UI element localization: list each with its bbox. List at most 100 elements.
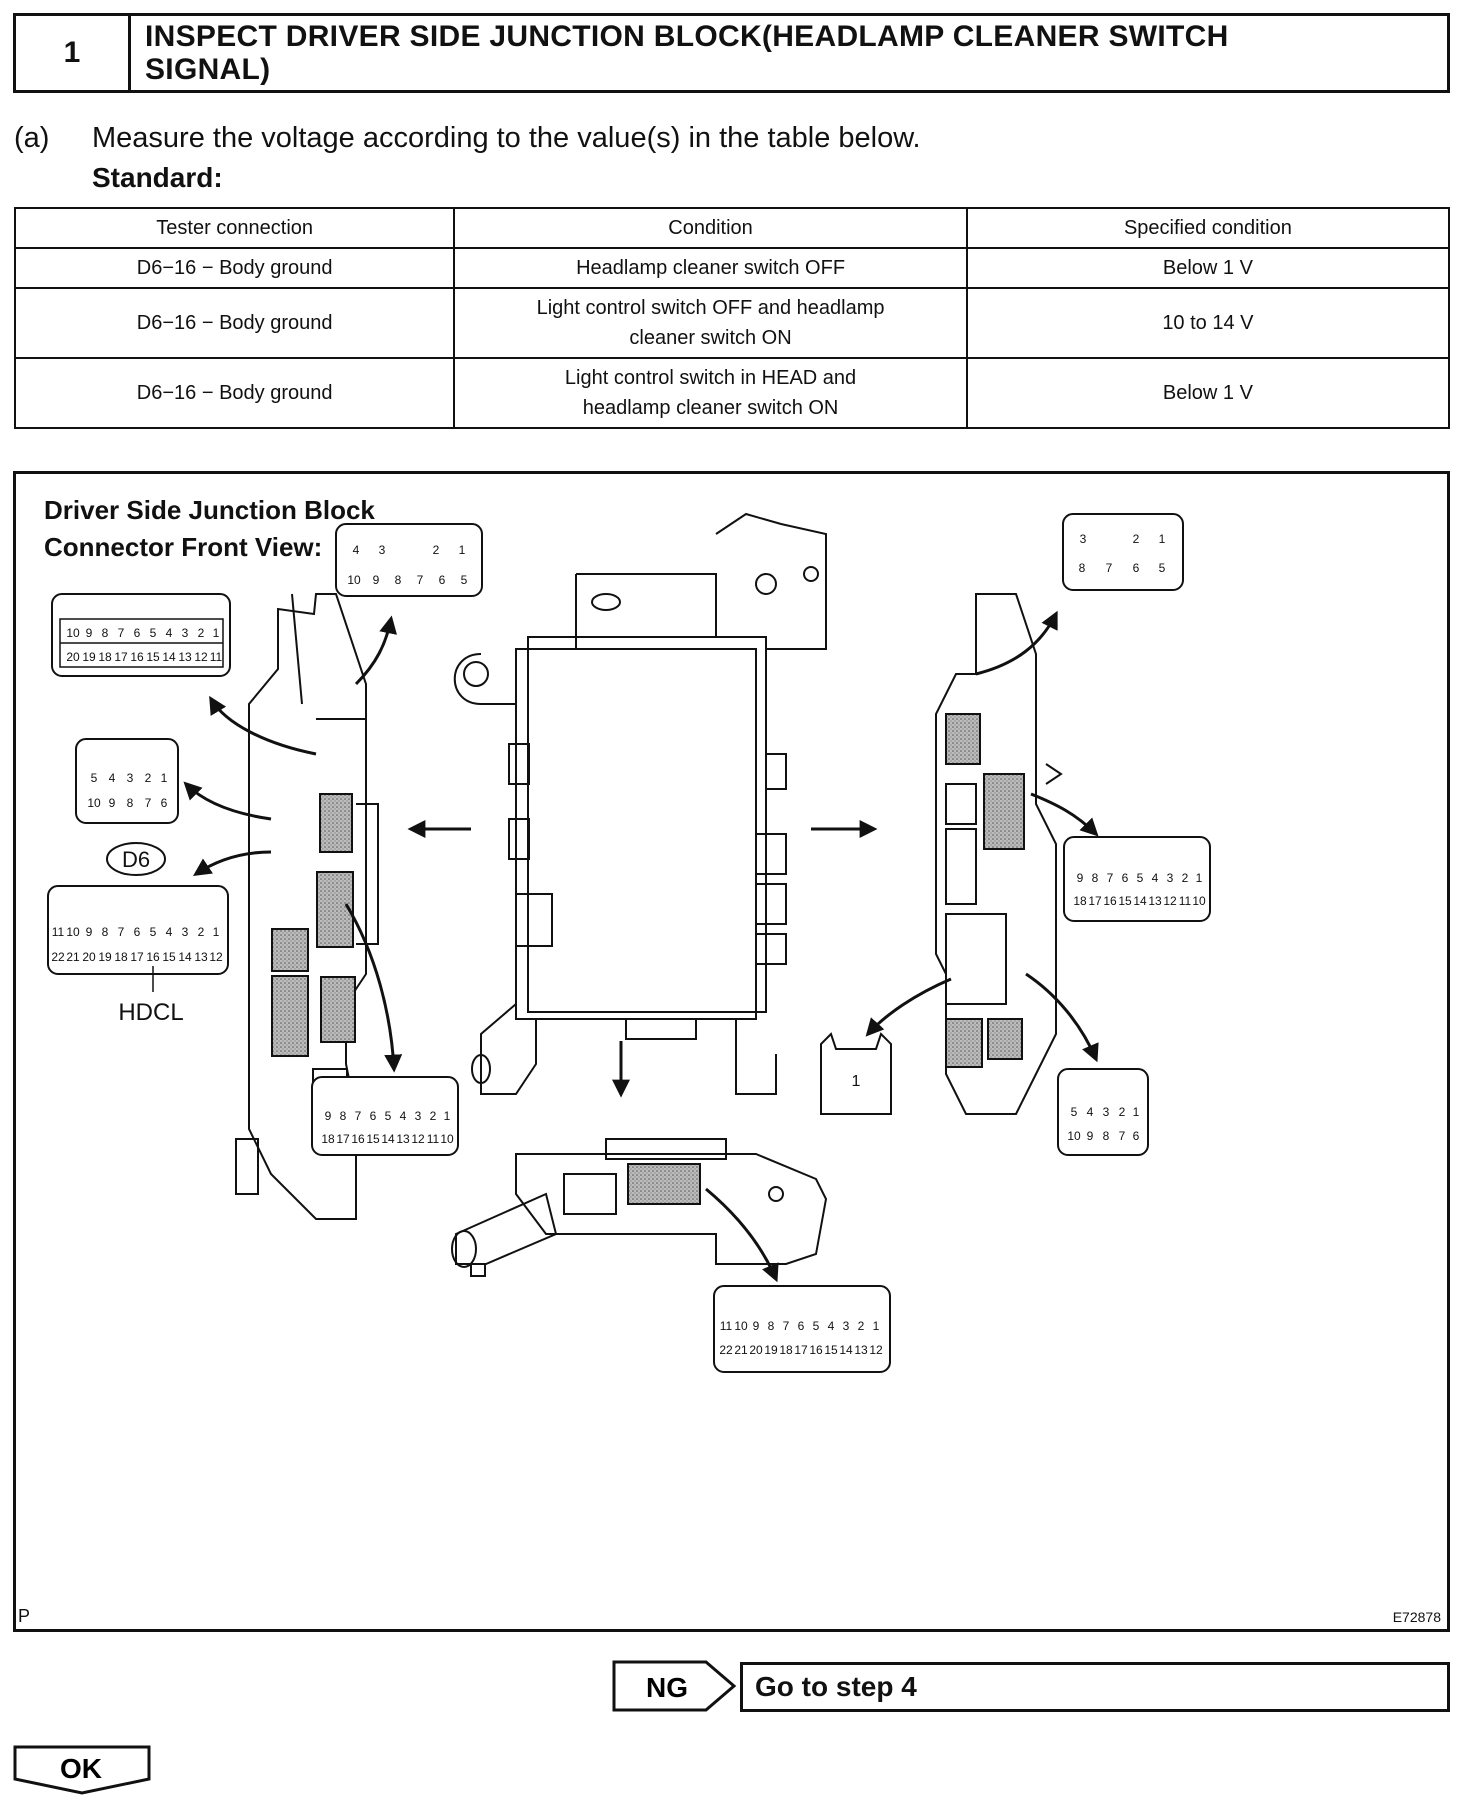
svg-text:12: 12 [209, 950, 223, 964]
svg-text:9: 9 [86, 925, 93, 939]
cell-specified: Below 1 V [965, 357, 1451, 429]
svg-text:13: 13 [178, 650, 192, 664]
svg-text:6: 6 [370, 1109, 377, 1123]
svg-text:6: 6 [134, 925, 141, 939]
svg-text:3: 3 [415, 1109, 422, 1123]
svg-text:3: 3 [1167, 871, 1174, 885]
svg-text:6: 6 [439, 573, 446, 587]
svg-text:6: 6 [1133, 1129, 1140, 1143]
svg-text:6: 6 [161, 796, 168, 810]
svg-text:7: 7 [417, 573, 424, 587]
svg-text:10: 10 [1192, 894, 1206, 908]
svg-text:16: 16 [809, 1343, 823, 1357]
svg-text:8: 8 [395, 573, 402, 587]
goto-step-link[interactable]: Go to step 4 [740, 1662, 1450, 1712]
svg-text:14: 14 [178, 950, 192, 964]
svg-text:10: 10 [347, 573, 361, 587]
svg-text:18: 18 [114, 950, 128, 964]
svg-text:14: 14 [162, 650, 176, 664]
svg-text:6: 6 [798, 1319, 805, 1333]
figure-corner-mark: P [18, 1606, 31, 1626]
svg-text:1: 1 [873, 1319, 880, 1333]
svg-text:10: 10 [87, 796, 101, 810]
ok-button[interactable]: OK [13, 1745, 153, 1797]
svg-text:12: 12 [869, 1343, 883, 1357]
svg-text:18: 18 [779, 1343, 793, 1357]
svg-text:D6: D6 [122, 847, 150, 872]
cell-condition: Headlamp cleaner switch OFF [453, 247, 968, 289]
step-number: 1 [16, 16, 131, 90]
svg-text:7: 7 [118, 626, 125, 640]
svg-text:4: 4 [166, 925, 173, 939]
svg-text:21: 21 [66, 950, 80, 964]
figure-title: Driver Side Junction Block Connector Fro… [44, 492, 375, 566]
ng-button[interactable]: NG [612, 1660, 738, 1714]
instruction-label: (a) [14, 122, 50, 154]
svg-text:8: 8 [1103, 1129, 1110, 1143]
svg-text:22: 22 [719, 1343, 733, 1357]
cell-specified: Below 1 V [965, 247, 1451, 289]
svg-text:13: 13 [1148, 894, 1162, 908]
svg-text:3: 3 [843, 1319, 850, 1333]
svg-text:8: 8 [102, 925, 109, 939]
svg-text:5: 5 [1159, 561, 1166, 575]
svg-text:19: 19 [764, 1343, 778, 1357]
svg-text:5: 5 [150, 626, 157, 640]
svg-text:15: 15 [1118, 894, 1132, 908]
svg-text:11: 11 [52, 925, 65, 939]
svg-text:8: 8 [102, 626, 109, 640]
svg-text:5: 5 [813, 1319, 820, 1333]
svg-text:13: 13 [396, 1132, 410, 1146]
svg-text:7: 7 [145, 796, 152, 810]
figure-title-line1: Driver Side Junction Block [44, 495, 375, 525]
svg-text:8: 8 [1079, 561, 1086, 575]
svg-text:10: 10 [66, 626, 80, 640]
svg-text:15: 15 [824, 1343, 838, 1357]
svg-text:4: 4 [109, 771, 116, 785]
svg-text:18: 18 [1073, 894, 1087, 908]
svg-text:5: 5 [1137, 871, 1144, 885]
svg-text:13: 13 [194, 950, 208, 964]
svg-text:10: 10 [440, 1132, 454, 1146]
svg-text:3: 3 [1080, 532, 1087, 546]
svg-text:2: 2 [858, 1319, 865, 1333]
svg-text:1: 1 [213, 626, 220, 640]
svg-text:9: 9 [373, 573, 380, 587]
svg-text:2: 2 [1119, 1105, 1126, 1119]
svg-text:5: 5 [461, 573, 468, 587]
svg-text:2: 2 [433, 543, 440, 557]
svg-text:4: 4 [166, 626, 173, 640]
cell-condition: Light control switch OFF and headlamp cl… [453, 287, 968, 359]
svg-text:14: 14 [381, 1132, 395, 1146]
svg-text:2: 2 [145, 771, 152, 785]
svg-text:12: 12 [194, 650, 208, 664]
figure-code: E72878 [1392, 1609, 1441, 1625]
svg-text:9: 9 [1077, 871, 1084, 885]
svg-text:15: 15 [162, 950, 176, 964]
figure-title-line2: Connector Front View: [44, 532, 323, 562]
svg-text:7: 7 [1107, 871, 1114, 885]
svg-text:4: 4 [1087, 1105, 1094, 1119]
svg-text:17: 17 [794, 1343, 808, 1357]
svg-text:7: 7 [1119, 1129, 1126, 1143]
svg-text:18: 18 [98, 650, 112, 664]
cell-specified: 10 to 14 V [965, 287, 1451, 359]
svg-text:13: 13 [854, 1343, 868, 1357]
svg-text:10: 10 [66, 925, 80, 939]
spec-table: Tester connection Condition Specified co… [13, 207, 1451, 429]
svg-text:17: 17 [114, 650, 128, 664]
svg-text:7: 7 [783, 1319, 790, 1333]
svg-text:9: 9 [86, 626, 93, 640]
svg-text:15: 15 [146, 650, 160, 664]
svg-text:2: 2 [1182, 871, 1189, 885]
header-condition: Condition [453, 207, 968, 249]
cell-connection: D6−16 − Body ground [13, 247, 456, 289]
svg-text:14: 14 [1133, 894, 1147, 908]
svg-text:22: 22 [51, 950, 65, 964]
svg-text:1: 1 [852, 1073, 861, 1090]
svg-text:21: 21 [734, 1343, 748, 1357]
